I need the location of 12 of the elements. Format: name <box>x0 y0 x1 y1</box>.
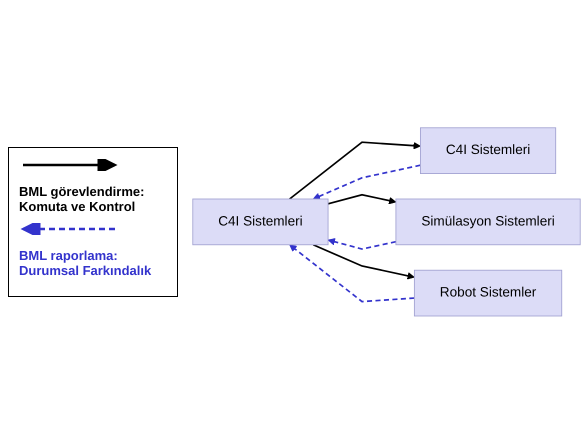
legend-text: BML görevlendirme: Komuta ve Kontrol <box>19 184 146 214</box>
arrow <box>289 244 414 302</box>
node-box: Robot Sistemler <box>414 269 562 316</box>
arrow <box>312 164 421 200</box>
legend-text: BML raporlama: Durumsal Farkındalık <box>19 248 152 278</box>
arrow <box>289 140 421 200</box>
node-box: C4I Sistemleri <box>192 198 328 245</box>
node-box: Simülasyon Sistemleri <box>395 198 581 245</box>
arrow <box>328 238 396 250</box>
node-box: C4I Sistemleri <box>420 126 556 174</box>
arrow <box>312 244 415 280</box>
arrow <box>328 194 396 204</box>
